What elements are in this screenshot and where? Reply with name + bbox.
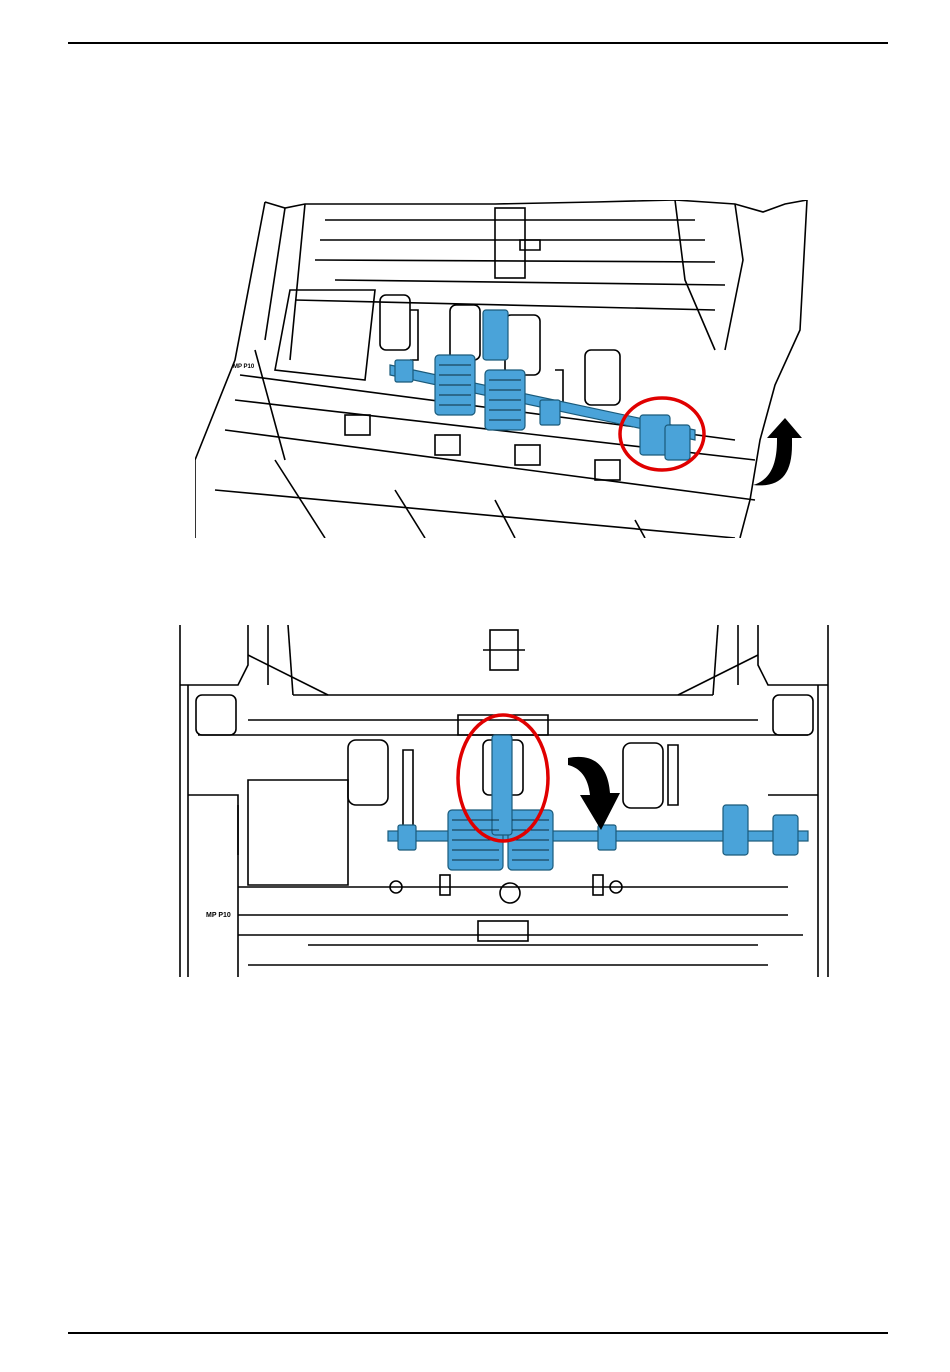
scanner-illustration-top-view: MP P10 — [195, 200, 810, 538]
footer-rule — [68, 1332, 888, 1334]
curved-down-arrow-icon — [568, 757, 620, 830]
unit-label: MP P10 — [233, 364, 255, 370]
header-rule — [68, 42, 888, 44]
scanner-illustration-front-view: MP P10 — [178, 625, 830, 977]
unit-label: MP P10 — [206, 912, 231, 919]
curved-up-arrow-icon — [753, 418, 802, 485]
